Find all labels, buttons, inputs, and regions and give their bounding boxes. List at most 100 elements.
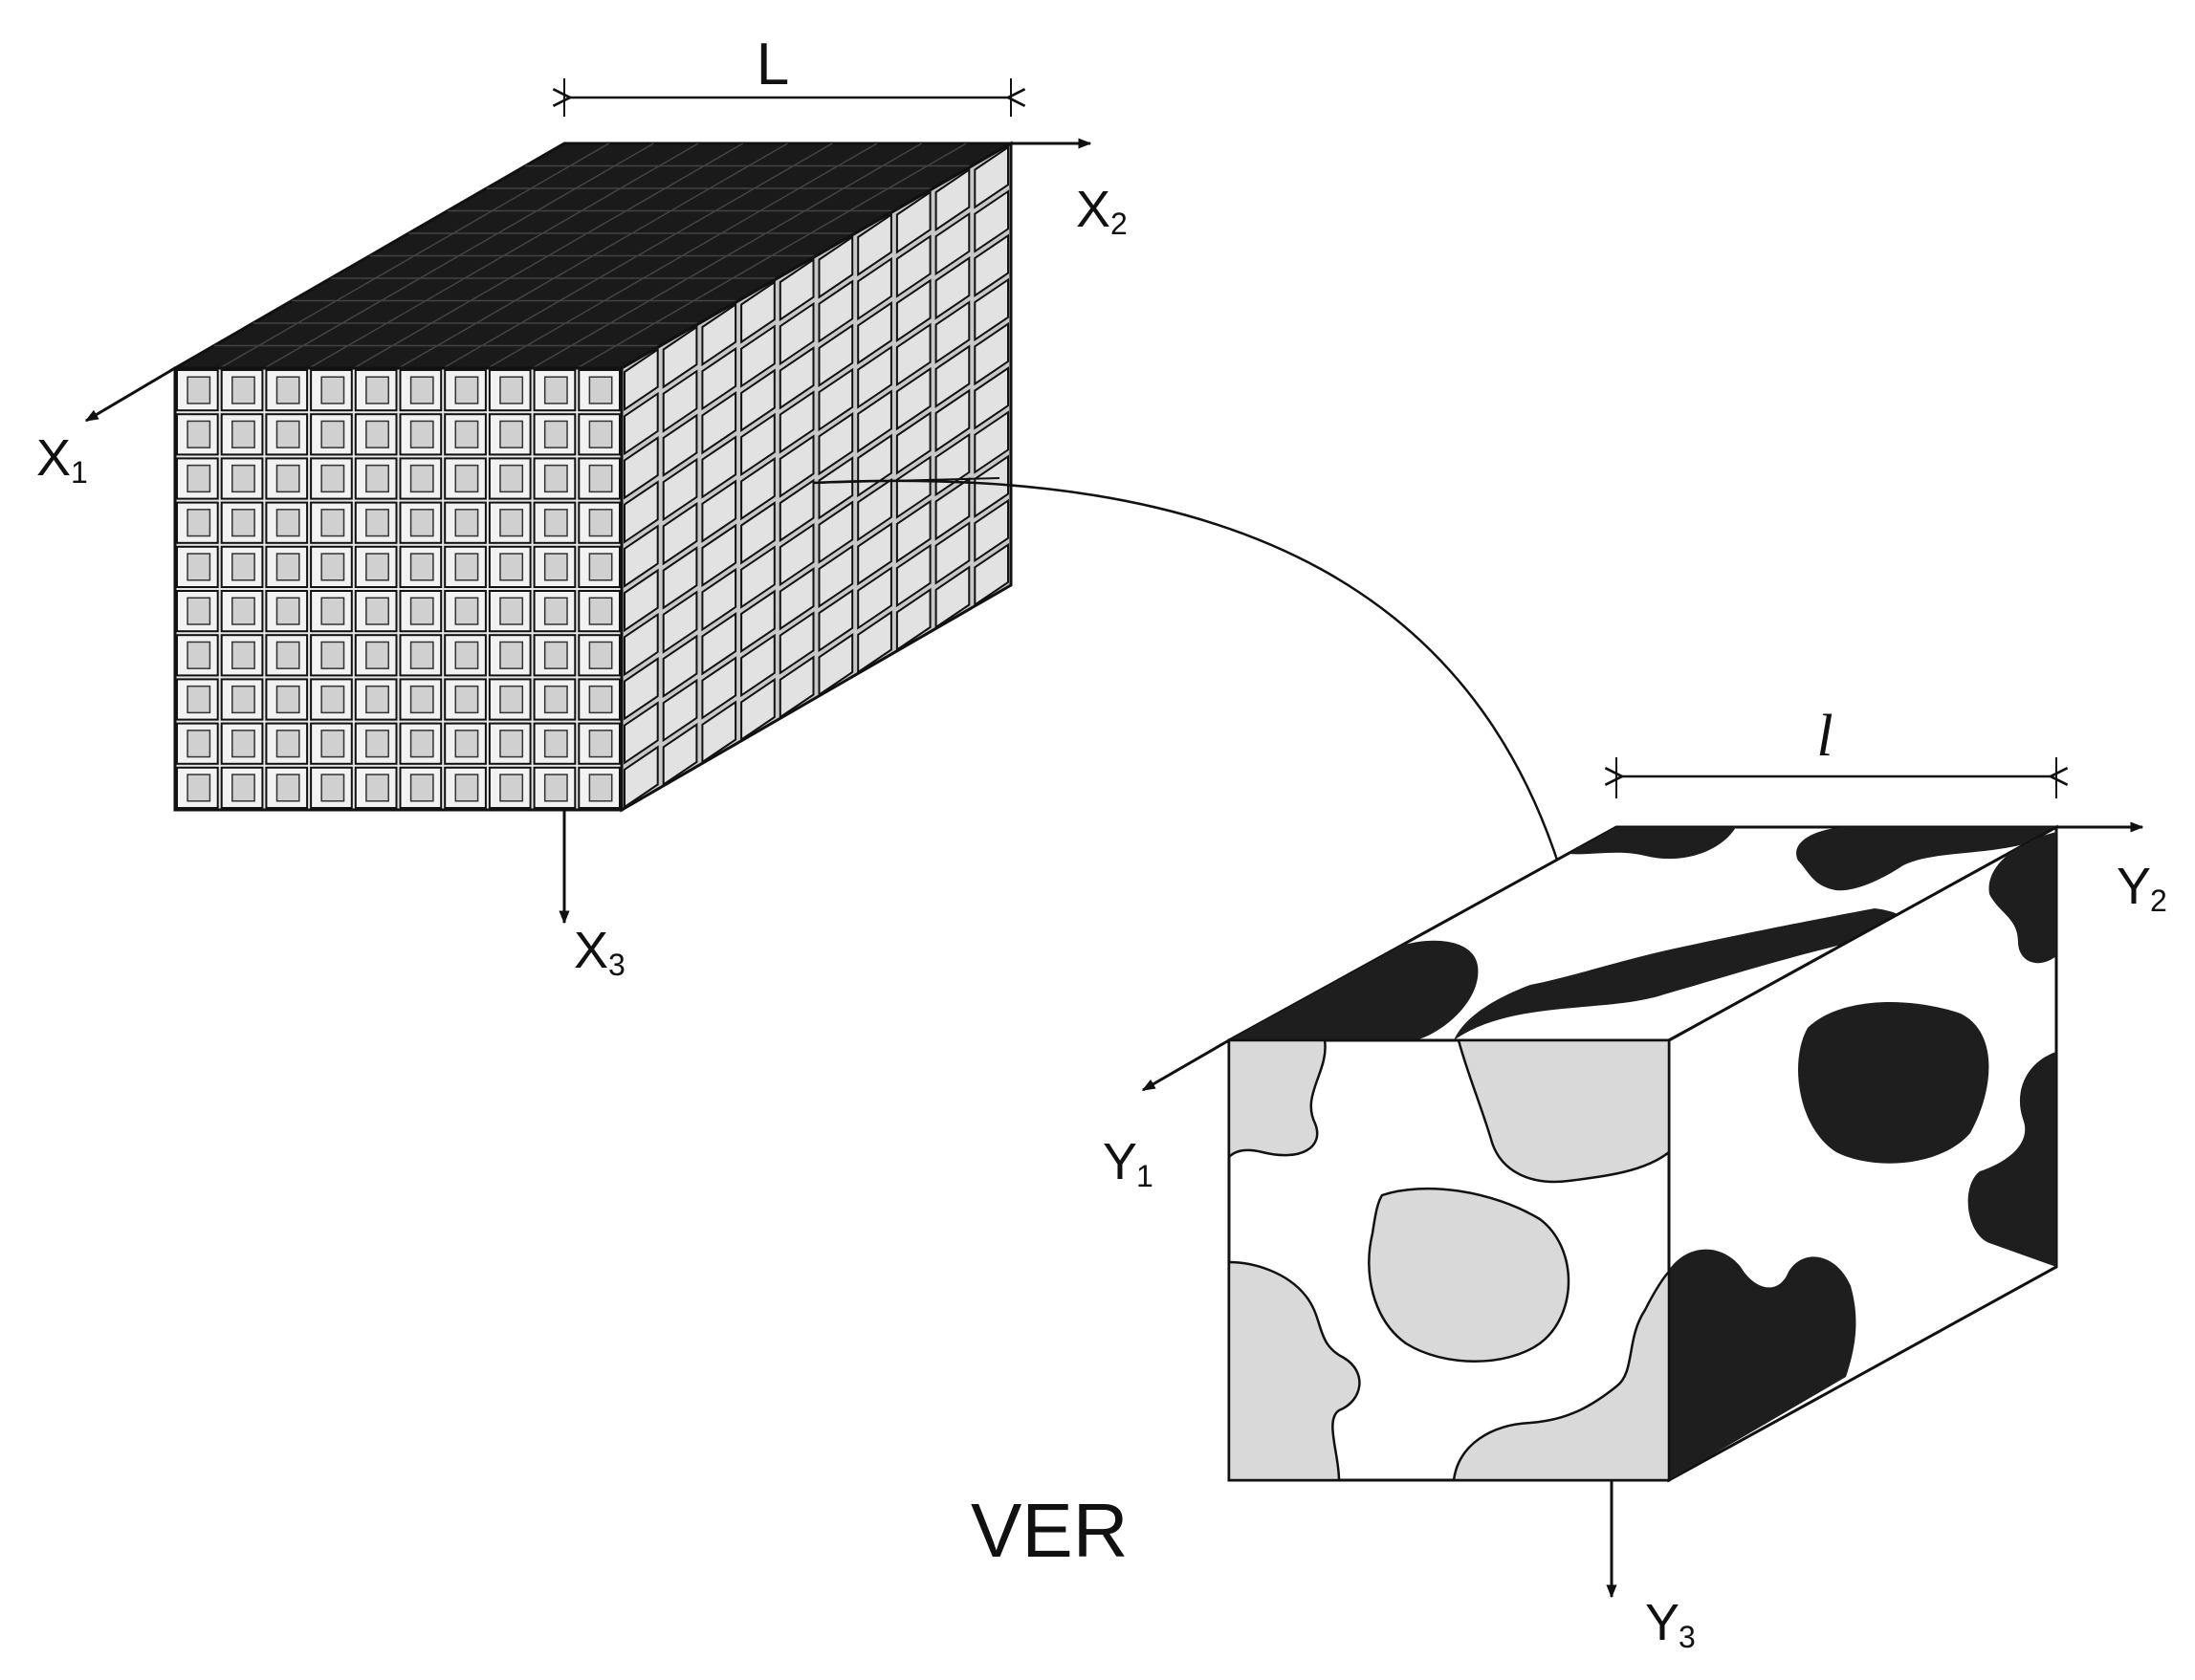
macro-front-cell-bevel xyxy=(543,685,568,714)
macro-front-cell-bevel xyxy=(409,730,434,758)
macro-side-cell xyxy=(701,656,737,720)
macro-side-cell xyxy=(701,700,737,764)
macro-side-cell xyxy=(624,391,659,456)
macro-front-cell-bevel xyxy=(454,376,479,404)
svg-text:2: 2 xyxy=(1110,207,1128,241)
macro-side-cell xyxy=(624,612,659,677)
macro-front-cell-bevel xyxy=(231,464,255,493)
macro-front-cell-bevel xyxy=(187,597,211,625)
macro-front-cell-bevel xyxy=(409,509,434,537)
macro-side-cell xyxy=(779,434,815,498)
ver-top-inclusions xyxy=(1229,827,2056,1040)
macro-side-cell xyxy=(974,277,1009,342)
macro-front-cell-bevel xyxy=(543,730,568,758)
macro-side-cell xyxy=(740,368,776,432)
macro-front-cell-bevel xyxy=(365,464,389,493)
macro-front-cell-bevel xyxy=(543,641,568,669)
macro-side-cell xyxy=(857,522,892,586)
macro-side-cell xyxy=(662,722,698,787)
macro-side-cell xyxy=(701,523,737,588)
macro-side-cell xyxy=(895,587,932,652)
macro-front-cell-bevel xyxy=(365,420,389,448)
macro-top-grid xyxy=(213,142,973,369)
macro-front-cell-bevel xyxy=(320,553,345,581)
svg-text:X: X xyxy=(1076,181,1110,238)
svg-text:Y: Y xyxy=(1645,1594,1679,1651)
macro-front-cell-bevel xyxy=(499,597,524,625)
macro-side-cell xyxy=(974,233,1009,297)
macro-front-cell-bevel xyxy=(499,376,524,404)
macro-side-cell xyxy=(779,301,815,366)
macro-front-cell-bevel xyxy=(187,641,211,669)
macro-side-cell xyxy=(934,477,971,541)
macro-side-cell xyxy=(779,655,815,719)
macro-front-cell-bevel xyxy=(275,376,300,404)
macro-side-cell xyxy=(934,167,971,232)
macro-side-cell xyxy=(974,542,1009,607)
macro-side-cell xyxy=(662,590,698,654)
macro-front-cell-bevel xyxy=(454,685,479,714)
macro-front-cell-bevel xyxy=(365,685,389,714)
macro-front-cell-bevel xyxy=(588,464,613,493)
macro-front-cell-bevel xyxy=(320,685,345,714)
macro-side-cell xyxy=(857,477,892,542)
macro-side-cell xyxy=(974,366,1009,430)
macro-side-cell xyxy=(974,321,1009,386)
macro-front-cell-bevel xyxy=(588,641,613,669)
x1-axis xyxy=(84,366,176,423)
macro-side-cell xyxy=(857,212,892,277)
macro-front-cell-bevel xyxy=(365,641,389,669)
macro-side-cell xyxy=(740,545,776,609)
macro-side-cell xyxy=(895,366,932,431)
macro-side-cell xyxy=(662,678,698,743)
macro-side-cell xyxy=(934,300,971,364)
label-y2: Y 2 xyxy=(2117,858,2167,918)
macro-front-cell-bevel xyxy=(187,730,211,758)
label-x1: X 1 xyxy=(36,429,88,490)
macro-side-cell xyxy=(895,543,932,608)
macro-side-cell xyxy=(857,256,892,321)
macro-side-cell xyxy=(818,588,854,653)
macro-side-cell xyxy=(779,346,815,410)
macro-front-cell-bevel xyxy=(454,509,479,537)
macro-front-cell-bevel xyxy=(275,464,300,493)
macro-side-cell xyxy=(974,454,1009,518)
macro-front-cell-bevel xyxy=(231,420,255,448)
macro-side-cell xyxy=(934,565,971,629)
macro-front-cell-bevel xyxy=(275,509,300,537)
label-x3: X 3 xyxy=(574,922,626,982)
macro-front-cell-bevel xyxy=(320,464,345,493)
macro-front-cell-bevel xyxy=(365,730,389,758)
macro-front-cell-bevel xyxy=(231,509,255,537)
ver-front-inclusions xyxy=(1229,1040,1669,1480)
macro-side-cell xyxy=(662,546,698,610)
macro-side-cell xyxy=(895,499,932,563)
macro-front-cell-bevel xyxy=(365,553,389,581)
macro-front-cell-bevel xyxy=(588,420,613,448)
macro-front-cell-bevel xyxy=(231,376,255,404)
macro-front-cell-bevel xyxy=(275,641,300,669)
macro-front-cell-bevel xyxy=(275,597,300,625)
macro-side-cell xyxy=(934,256,971,320)
macro-front-cell-bevel xyxy=(543,376,568,404)
macro-side-cell xyxy=(624,436,659,500)
macro-front-cell-bevel xyxy=(454,420,479,448)
macro-front-cell-bevel xyxy=(231,730,255,758)
macro-front-cell-bevel xyxy=(275,553,300,581)
macro-front-cell-bevel xyxy=(409,376,434,404)
macro-front-cell-bevel xyxy=(320,509,345,537)
label-x2: X 2 xyxy=(1076,181,1128,241)
macro-side-cell xyxy=(934,388,971,453)
macro-side-cell xyxy=(974,145,1009,209)
macro-front-cell-bevel xyxy=(365,376,389,404)
macro-side-cell xyxy=(701,346,737,411)
macro-front-cell-bevel xyxy=(365,509,389,537)
ver-axes xyxy=(1141,821,2144,1599)
svg-text:2: 2 xyxy=(2150,884,2167,918)
macro-side-cell xyxy=(818,235,854,299)
macro-side-grid xyxy=(624,145,1009,809)
macro-side-cell xyxy=(779,567,815,631)
macro-side-cell xyxy=(974,498,1009,563)
macro-side-cell xyxy=(818,323,854,387)
svg-text:1: 1 xyxy=(1136,1159,1153,1193)
